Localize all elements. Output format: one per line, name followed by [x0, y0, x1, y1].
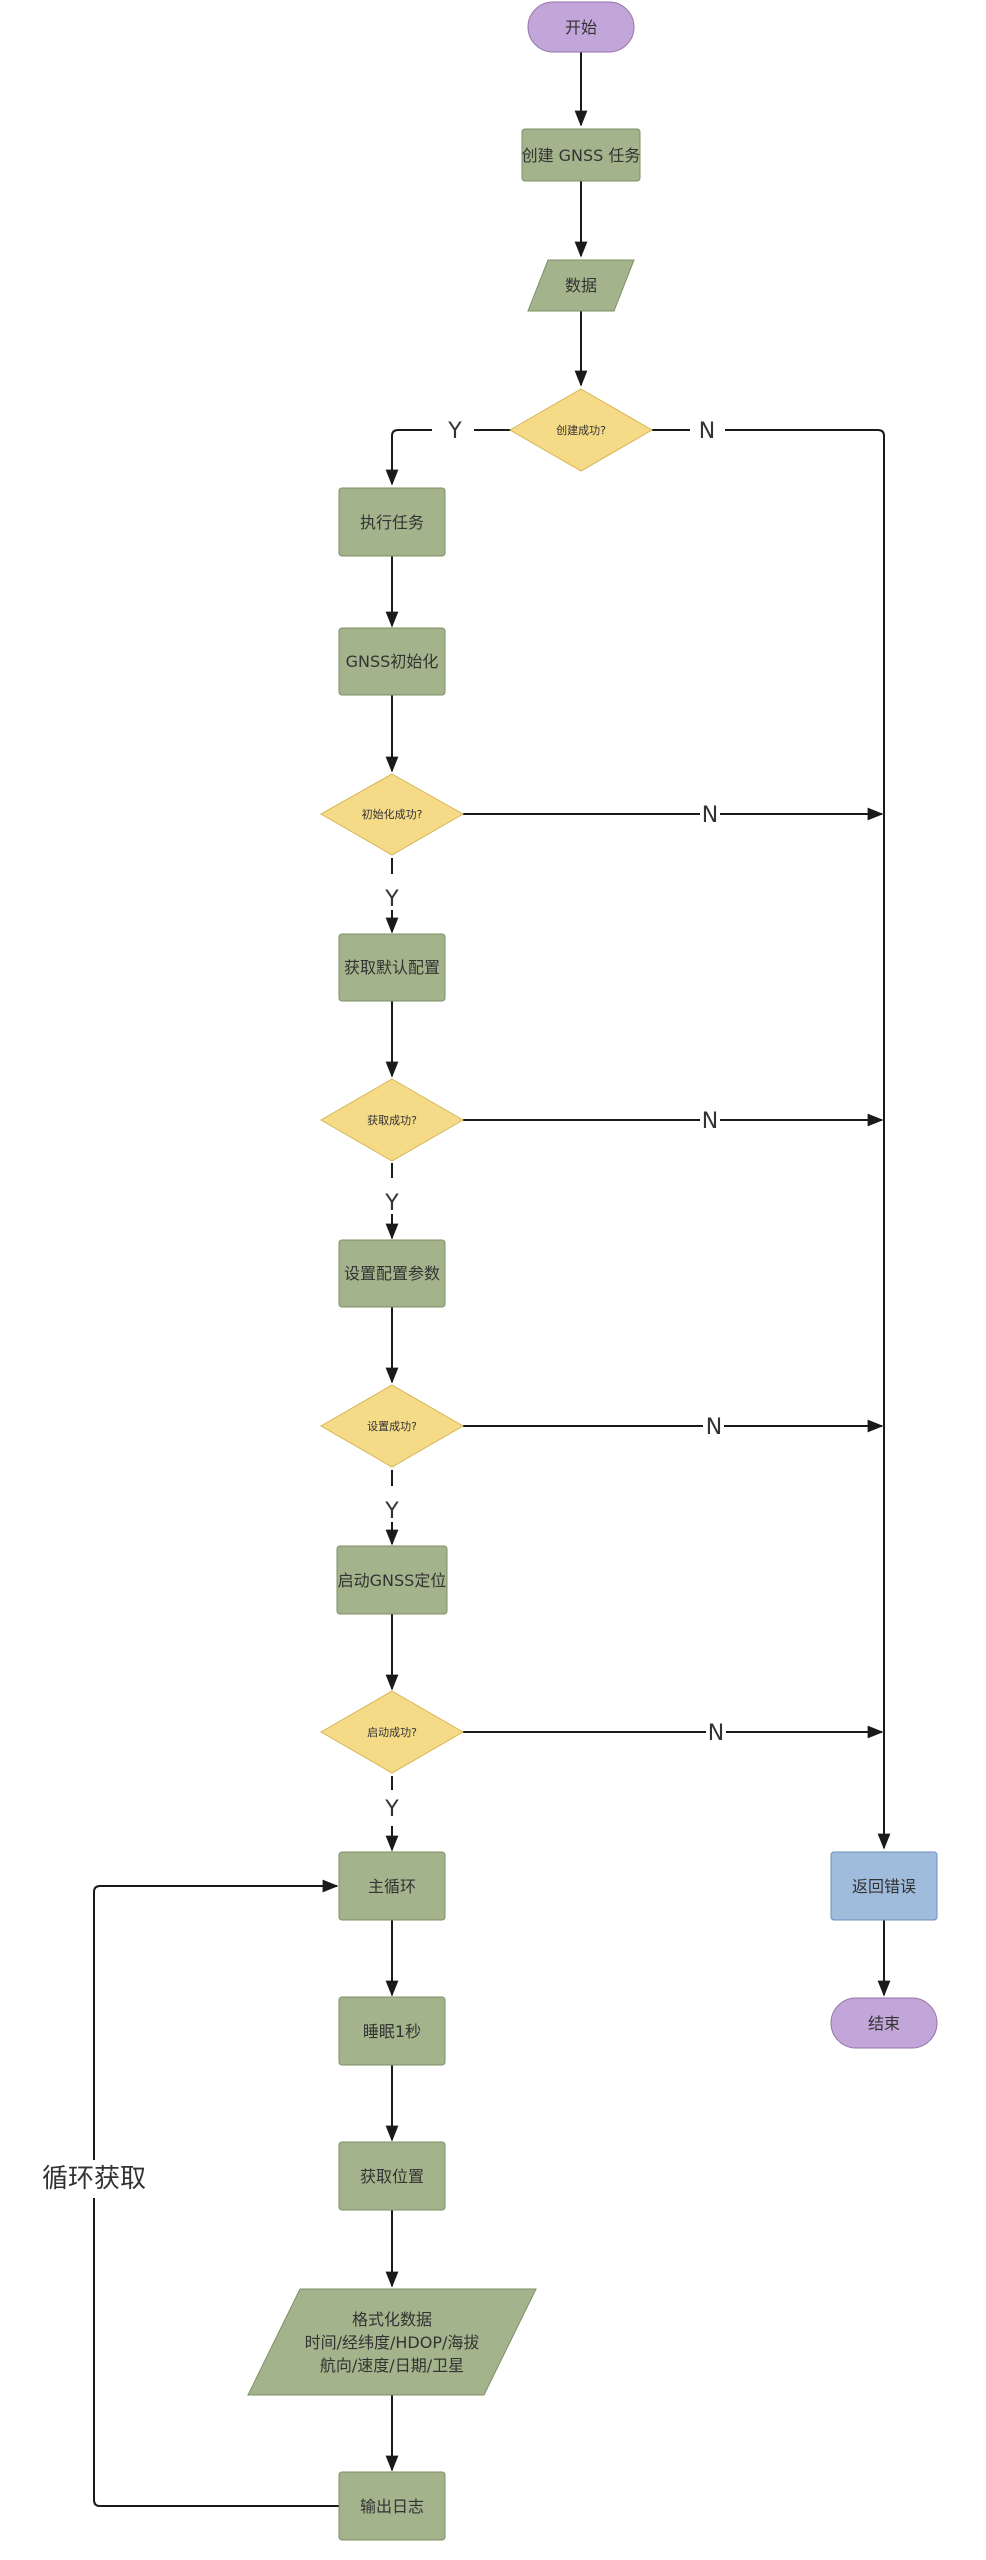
node-get-default: 获取默认配置	[338, 933, 446, 1002]
node-start-gnss: 启动GNSS定位	[336, 1545, 448, 1615]
edges	[93, 52, 884, 2507]
node-set-params: 设置配置参数	[338, 1239, 446, 1308]
node-get-ok: 获取成功?	[320, 1078, 464, 1162]
node-format-line1: 格式化数据	[352, 2310, 432, 2329]
node-init-ok: 初始化成功?	[319, 773, 465, 856]
node-return-error-label: 返回错误	[852, 1877, 916, 1896]
node-main-loop-label: 主循环	[368, 1877, 416, 1896]
node-end: 结束	[830, 1997, 938, 2049]
node-get-pos-label: 获取位置	[360, 2167, 424, 2186]
node-start-ok-label: 启动成功?	[367, 1726, 417, 1739]
node-format-line3: 航向/速度/日期/卫星	[320, 2356, 464, 2375]
label-startok-yes: Y	[384, 1797, 399, 1822]
node-create-ok-label: 创建成功?	[556, 423, 606, 437]
node-return-error: 返回错误	[830, 1851, 938, 1921]
node-start-ok: 启动成功?	[320, 1690, 464, 1774]
edge-createok-error	[652, 429, 884, 1848]
label-setok-yes: Y	[384, 1499, 399, 1524]
node-get-ok-label: 获取成功?	[367, 1114, 417, 1127]
label-setok-no: N	[706, 1415, 722, 1440]
node-format-line2: 时间/经纬度/HDOP/海拔	[305, 2333, 480, 2352]
node-gnss-init: GNSS初始化	[338, 627, 446, 696]
node-data: 数据	[527, 259, 635, 312]
label-initok-yes: Y	[384, 887, 399, 912]
label-initok-no: N	[702, 803, 718, 828]
node-gnss-init-label: GNSS初始化	[346, 652, 439, 671]
node-sleep-label: 睡眠1秒	[363, 2022, 421, 2041]
label-getok-no: N	[702, 1109, 718, 1134]
node-set-params-label: 设置配置参数	[344, 1264, 440, 1283]
label-createok-yes: Y	[447, 419, 462, 444]
edge-labels: Y N N Y N Y N Y N Y 循环获取	[40, 419, 724, 2198]
edge-createok-exec	[392, 429, 512, 484]
node-format: 格式化数据 时间/经纬度/HDOP/海拔 航向/速度/日期/卫星	[247, 2288, 537, 2396]
node-set-ok-label: 设置成功?	[367, 1420, 417, 1433]
node-sleep: 睡眠1秒	[338, 1996, 446, 2066]
node-init-ok-label: 初始化成功?	[362, 807, 423, 821]
label-createok-no: N	[699, 419, 715, 444]
node-start-gnss-label: 启动GNSS定位	[338, 1571, 447, 1590]
node-create-task: 创建 GNSS 任务	[521, 128, 641, 182]
node-set-ok: 设置成功?	[320, 1384, 464, 1468]
label-loop: 循环获取	[42, 2164, 146, 2194]
node-output-log: 输出日志	[338, 2471, 446, 2541]
node-create-task-label: 创建 GNSS 任务	[522, 146, 641, 165]
node-get-default-label: 获取默认配置	[344, 958, 440, 977]
node-get-pos: 获取位置	[338, 2141, 446, 2211]
node-create-ok: 创建成功?	[509, 388, 653, 472]
nodes: 开始 创建 GNSS 任务 数据 创建成功? 执行任务 GNSS初始化	[247, 1, 938, 2541]
label-startok-no: N	[708, 1721, 724, 1746]
node-exec-task: 执行任务	[338, 487, 446, 557]
node-output-log-label: 输出日志	[360, 2497, 424, 2516]
node-main-loop: 主循环	[338, 1851, 446, 1921]
node-end-label: 结束	[868, 2014, 900, 2033]
node-start: 开始	[527, 1, 635, 53]
node-exec-task-label: 执行任务	[360, 513, 424, 532]
label-getok-yes: Y	[384, 1191, 399, 1216]
node-start-label: 开始	[565, 18, 597, 37]
node-data-label: 数据	[565, 276, 597, 295]
